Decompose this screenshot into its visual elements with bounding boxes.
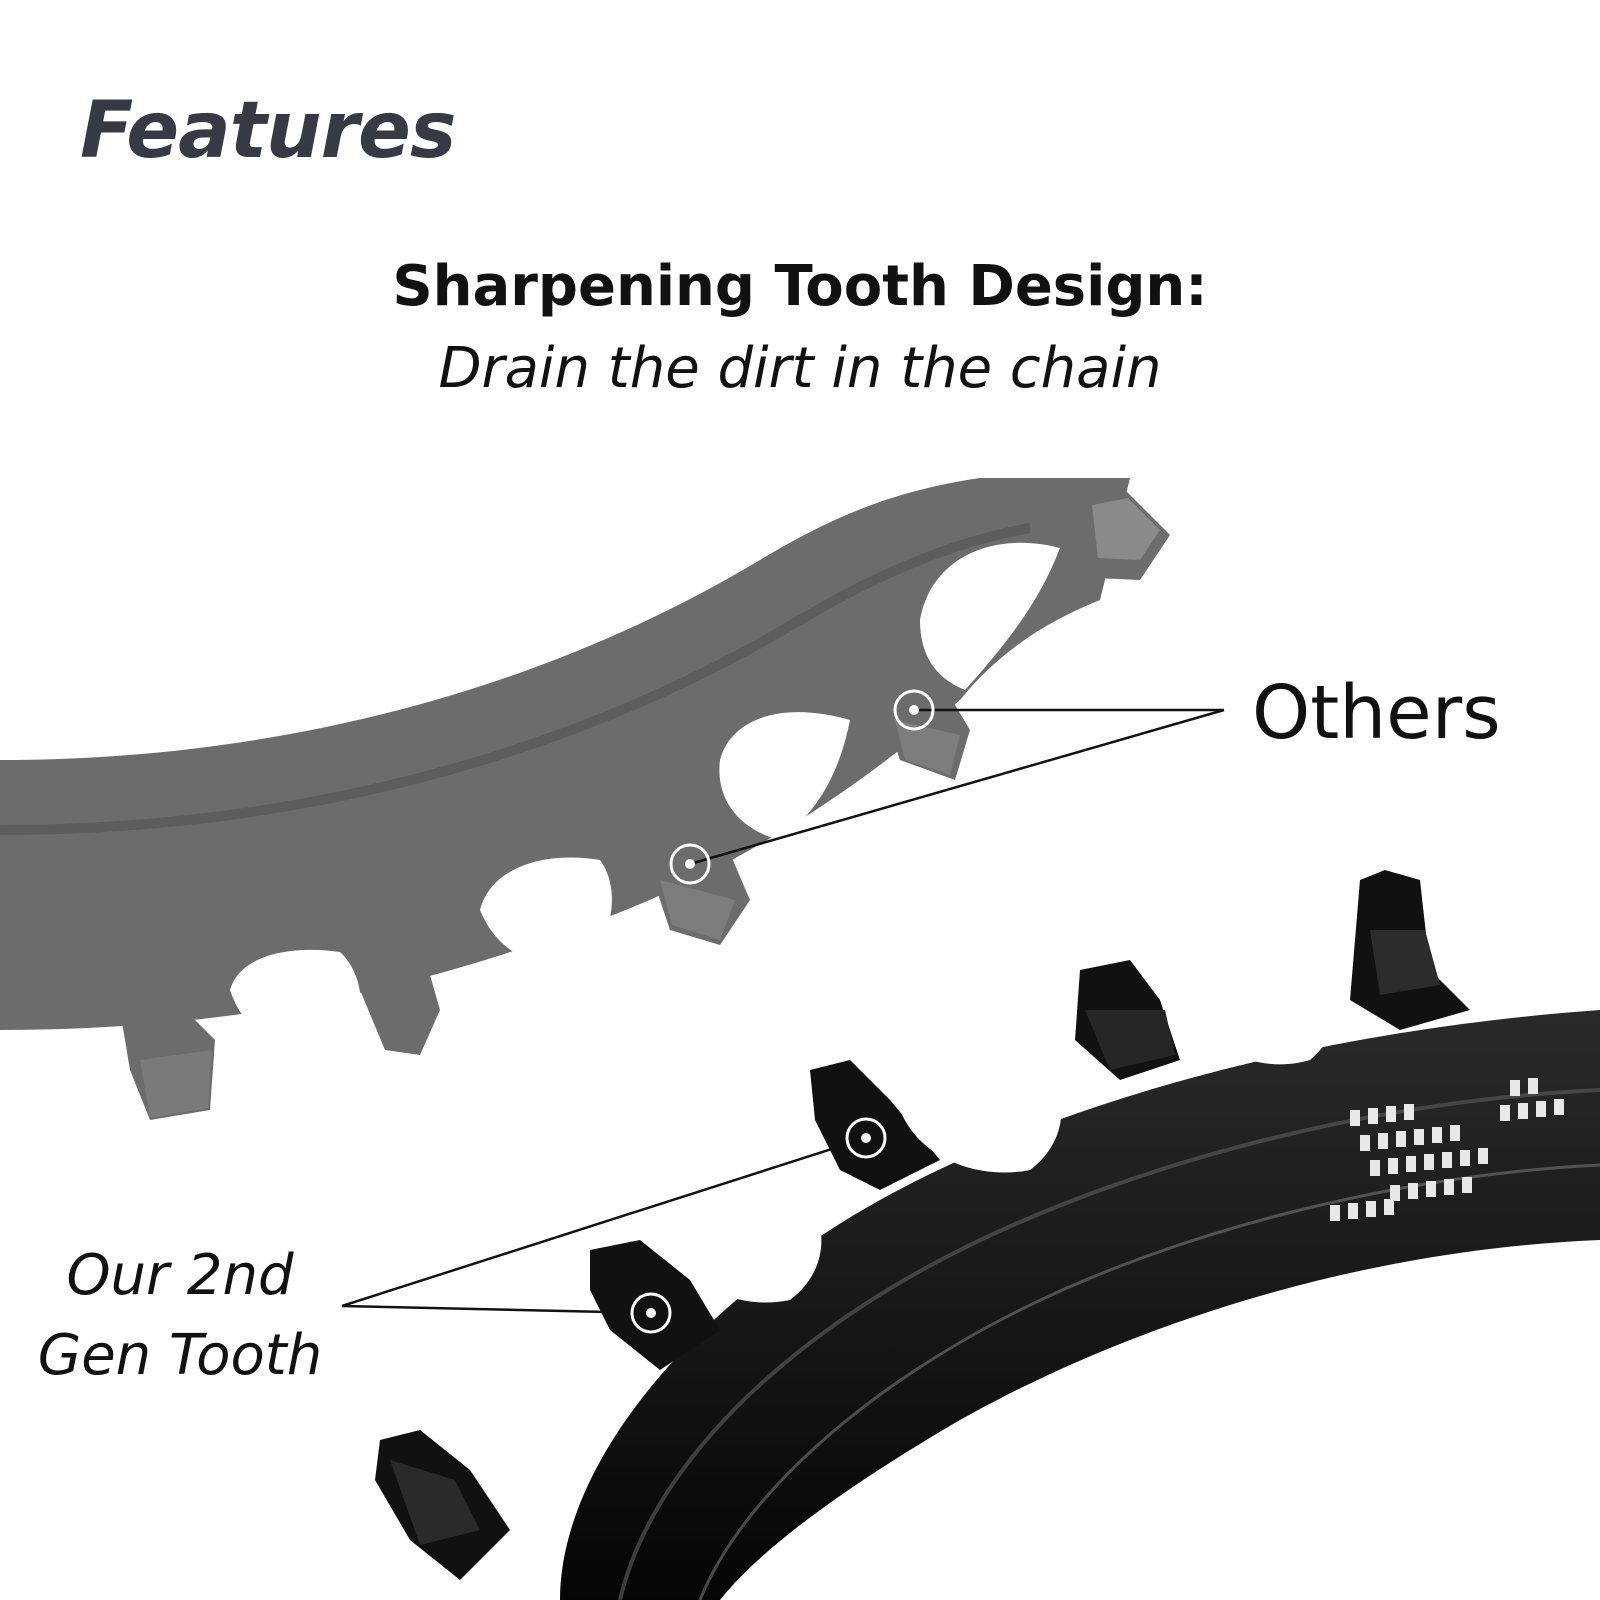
others-chainring [0,478,1170,1120]
others-label: Others [1252,670,1501,756]
page-title: Features [80,86,456,176]
our-chainring [375,870,1600,1600]
feature-subheading: Drain the dirt in the chain [438,336,1162,401]
ours-label-line2: Gen Tooth [37,1323,323,1388]
ours-marker-upper [845,1117,887,1159]
others-marker-upper [893,689,935,731]
ours-callout [341,1117,887,1334]
ours-marker-lower [630,1292,672,1334]
brand-pattern-mark [1330,1078,1564,1221]
others-callout [669,689,1225,885]
ours-label: Our 2nd Gen Tooth [30,1236,330,1396]
ours-label-line1: Our 2nd [66,1243,294,1308]
feature-heading: Sharpening Tooth Design: [392,254,1208,319]
others-marker-lower [669,843,711,885]
